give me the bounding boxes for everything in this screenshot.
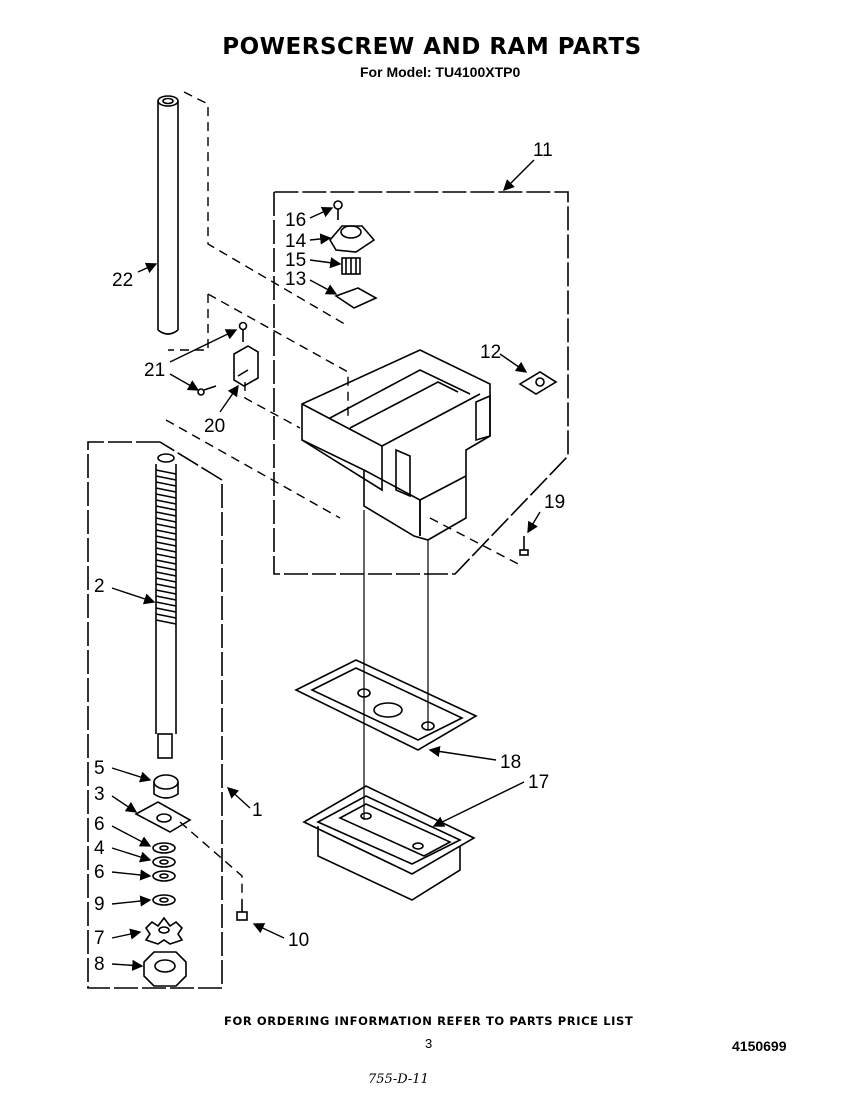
label-6-upper: 6 [94,814,105,835]
nut-part-15 [341,257,361,275]
label-6-lower: 6 [94,862,105,883]
alignment-lines [363,510,429,820]
leader-arrows [111,159,541,971]
mount-part-14 [329,225,376,253]
label-17: 17 [528,772,549,793]
part-labels: 11 16 14 15 13 12 22 21 20 19 2 5 3 6 4 … [94,140,565,975]
label-12: 12 [480,342,501,363]
label-15: 15 [285,250,306,271]
label-10: 10 [288,930,309,951]
assembly-guide-lines-upper [168,91,349,429]
label-2: 2 [94,576,105,597]
ram-housing-outline-part-11 [273,191,569,575]
washer-part-9 [152,894,176,906]
sprocket-part-7 [144,916,184,945]
label-1: 1 [252,800,263,821]
powerscrew-assembly-outline-part-1 [87,441,223,989]
washer-part-6-lower [152,870,176,882]
label-18: 18 [500,752,521,773]
label-11: 11 [533,140,553,161]
page-number: 3 [425,1036,433,1051]
label-13: 13 [285,269,306,290]
label-20: 20 [204,416,225,437]
guide-line-part-10 [179,821,243,900]
handwritten-note: 755-D-11 [368,1072,429,1087]
label-7: 7 [94,928,105,949]
ram-housing-body [301,349,491,541]
page-title: POWERSCREW AND RAM PARTS [222,34,642,60]
screw-part-10 [236,900,248,921]
bearing-part-5 [153,774,179,799]
label-21: 21 [144,360,165,381]
bolt-part-19 [519,536,529,556]
flange-plate-part-3 [134,801,192,833]
ordering-info-note: FOR ORDERING INFORMATION REFER TO PARTS … [224,1014,634,1028]
washer-part-6-upper [152,842,176,854]
screws-part-21 [197,321,248,396]
bracket-part-20 [233,345,259,387]
label-4: 4 [94,838,105,859]
label-9: 9 [94,894,105,915]
tube-part-22 [157,95,179,335]
screw-part-16 [333,200,343,220]
label-14: 14 [285,231,307,252]
document-number: 4150699 [732,1038,787,1054]
gasket-plate-part-18 [294,659,478,751]
label-8: 8 [94,954,105,975]
label-16: 16 [285,210,306,231]
plate-part-13 [334,287,378,309]
pin-part-12 [518,371,558,395]
label-22: 22 [112,270,133,291]
model-subtitle: For Model: TU4100XTP0 [360,64,521,80]
pan-part-17 [302,785,476,901]
powerscrew-part-2 [155,453,177,759]
label-19: 19 [544,492,565,513]
label-5: 5 [94,758,105,779]
nut-part-8 [143,951,187,987]
label-3: 3 [94,784,105,805]
guide-line-bolt [165,419,523,567]
lockwasher-part-4 [152,856,176,868]
